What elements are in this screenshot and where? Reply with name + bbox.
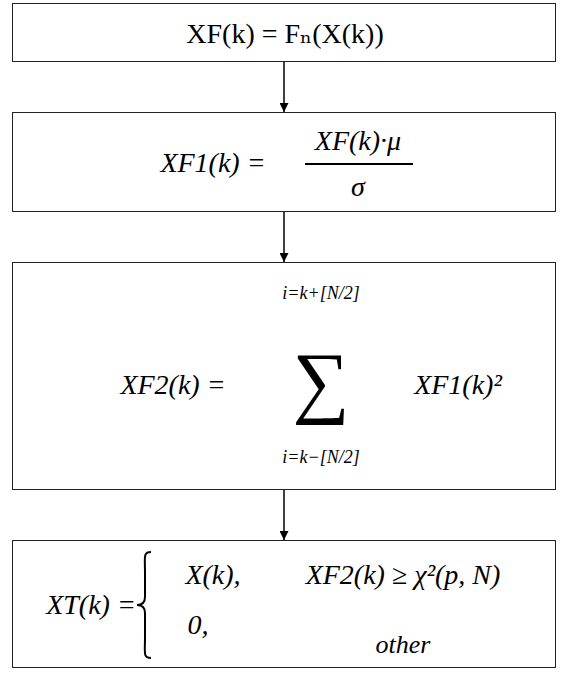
process-box: XF2(k) = i=k+[N/2] ∑ i=k−[N/2] XF1(k)²: [12, 262, 556, 490]
formula-text: XF(k) = Fₙ(X(k)): [186, 20, 383, 48]
formula-text: XF2(k) =: [120, 371, 225, 399]
formula-part: XF1(k)²: [414, 371, 502, 399]
formula-part: 0,: [188, 611, 209, 639]
process-box: XF(k) = Fₙ(X(k)): [12, 3, 556, 62]
fraction-bar: [305, 163, 413, 165]
process-box: XT(k) = X(k), XF2(k) ≥ χ²(p, N) 0, other: [12, 540, 556, 668]
formula-part: XF(k)·μ: [315, 127, 401, 155]
formula-part: other: [376, 632, 431, 658]
formula-part: i=k+[N/2]: [282, 284, 359, 302]
flow-arrow: [283, 212, 285, 262]
formula-part: ∑: [292, 341, 349, 421]
brace-symbol: [133, 551, 157, 659]
formula-text: XT(k) =: [46, 591, 136, 619]
flow-arrow: [283, 490, 285, 540]
flow-arrow: [283, 62, 285, 112]
formula-part: i=k−[N/2]: [282, 448, 359, 466]
formula-part: XF2(k) ≥ χ²(p, N): [306, 561, 501, 589]
process-box: XF1(k) = XF(k)·μ σ: [12, 112, 556, 212]
formula-part: σ: [351, 173, 365, 201]
formula-part: X(k),: [185, 561, 240, 589]
formula-text: XF1(k) =: [160, 149, 265, 177]
